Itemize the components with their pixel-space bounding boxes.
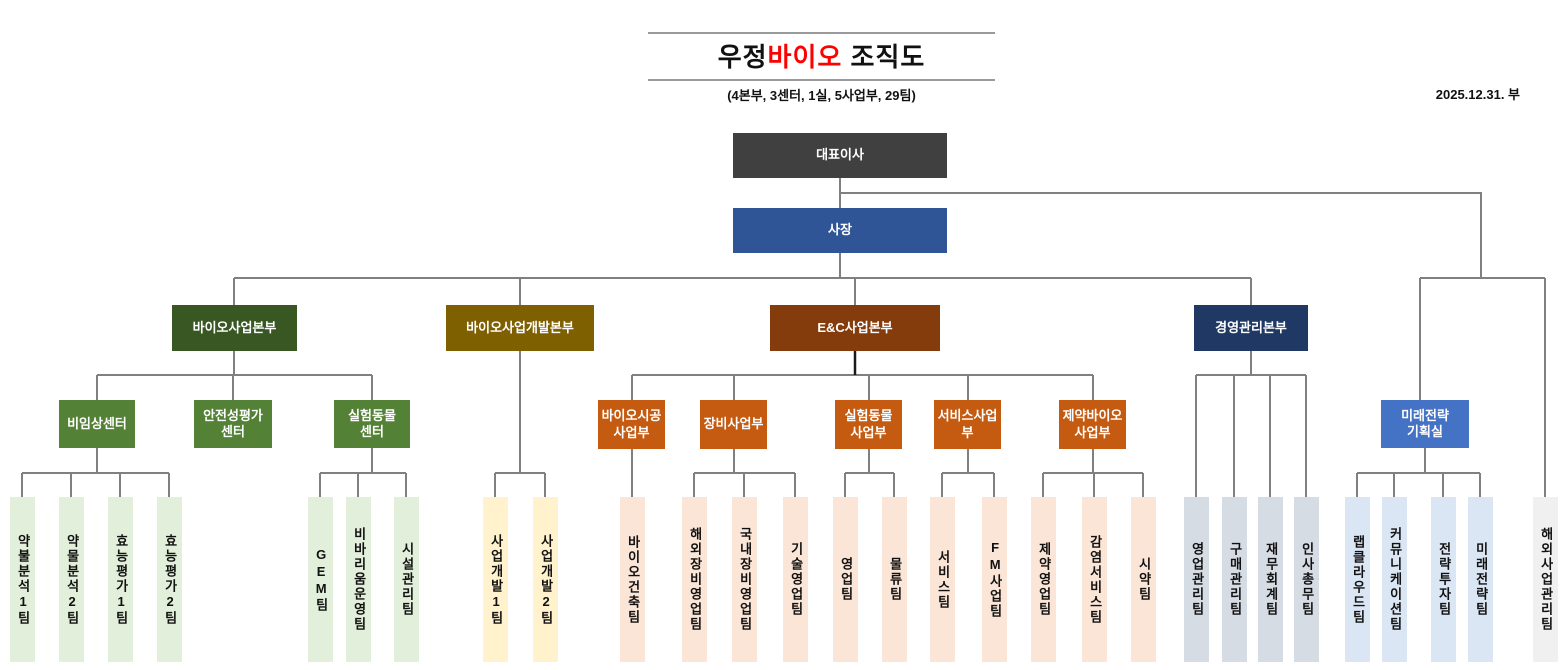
team-box: 사업개발1팀: [483, 497, 508, 662]
title-suffix: 조직도: [842, 42, 926, 72]
team-box: 영업팀: [833, 497, 858, 662]
team-box-overseas: 해외사업관리팀: [1533, 497, 1558, 662]
node-president: 사장: [733, 208, 947, 253]
team-box: 커뮤니케이션팀: [1382, 497, 1407, 662]
title-rule-top: [648, 32, 995, 34]
node-center-safety: 안전성평가 센터: [194, 400, 272, 448]
team-box: 시설관리팀: [394, 497, 419, 662]
team-box: 효능평가1팀: [108, 497, 133, 662]
node-sub-lab-animal-biz: 실험동물 사업부: [835, 400, 902, 449]
node-center-nonclinical: 비임상센터: [59, 400, 135, 448]
node-center-lab-animal: 실험동물 센터: [334, 400, 410, 448]
team-box: 영업관리팀: [1184, 497, 1209, 662]
team-box: 국내장비영업팀: [732, 497, 757, 662]
team-box: 해외장비영업팀: [682, 497, 707, 662]
team-box: 약물분석2팀: [59, 497, 84, 662]
node-division-mgmt: 경영관리본부: [1194, 305, 1308, 351]
team-box: 바이오건축팀: [620, 497, 645, 662]
team-box: 감염서비스팀: [1082, 497, 1107, 662]
team-box: 랩클라우드팀: [1345, 497, 1370, 662]
node-future-strategy-office: 미래전략 기획실: [1381, 400, 1469, 448]
team-box: 효능평가2팀: [157, 497, 182, 662]
team-box: 미래전략팀: [1468, 497, 1493, 662]
page-title: 우정바이오 조직도: [648, 37, 995, 74]
title-prefix: 우정: [717, 42, 768, 72]
team-box: 시약팀: [1131, 497, 1156, 662]
team-box: 서비스팀: [930, 497, 955, 662]
team-box: 사업개발2팀: [533, 497, 558, 662]
team-box: 전략투자팀: [1431, 497, 1456, 662]
node-sub-bio-construction: 바이오시공 사업부: [598, 400, 665, 449]
team-box: 인사총무팀: [1294, 497, 1319, 662]
title-rule-bottom: [648, 79, 995, 81]
team-box: 비바리움운영팀: [346, 497, 371, 662]
title-highlight: 바이오: [767, 42, 843, 72]
node-division-bio: 바이오사업본부: [172, 305, 297, 351]
team-box: 기술영업팀: [783, 497, 808, 662]
team-box: 물류팀: [882, 497, 907, 662]
node-sub-pharma-bio: 제약바이오 사업부: [1059, 400, 1126, 449]
team-box: 약불분석1팀: [10, 497, 35, 662]
team-box: GEM팀: [308, 497, 333, 662]
team-box: FM사업팀: [982, 497, 1007, 662]
node-sub-service: 서비스사업 부: [934, 400, 1001, 449]
team-box: 재무회계팀: [1258, 497, 1283, 662]
node-division-biodev: 바이오사업개발본부: [446, 305, 594, 351]
date-note: 2025.12.31. 부: [1435, 87, 1520, 102]
team-box: 제약영업팀: [1031, 497, 1056, 662]
node-ceo: 대표이사: [733, 133, 947, 178]
org-summary: (4본부, 3센터, 1실, 5사업부, 29팀): [727, 88, 916, 103]
team-box: 구매관리팀: [1222, 497, 1247, 662]
node-division-enc: E&C사업본부: [770, 305, 940, 351]
node-sub-equipment: 장비사업부: [700, 400, 767, 449]
